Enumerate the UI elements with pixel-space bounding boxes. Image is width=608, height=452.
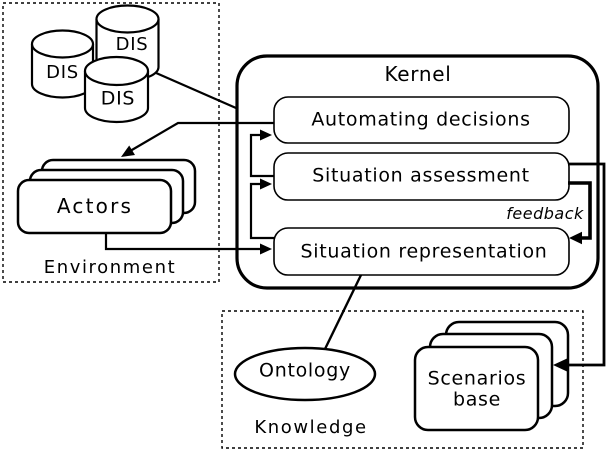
automating-decisions-label: Automating decisions <box>311 108 531 131</box>
ontology-ellipse <box>233 346 377 402</box>
environment-box <box>2 2 220 283</box>
database-cylinder-front <box>83 55 150 124</box>
dis-label-back: DIS <box>115 33 149 55</box>
dis-cylinders <box>30 4 160 124</box>
scenarios-card-front <box>413 345 540 432</box>
dis-label-left: DIS <box>46 61 79 83</box>
edge-representation-to-assessment <box>249 182 274 240</box>
edge-decisions-to-actors <box>130 121 274 152</box>
kernel-title: Kernel <box>384 61 452 86</box>
actors-label: Actors <box>56 193 134 218</box>
edge-representation-to-ontology <box>323 274 363 350</box>
arrowhead-into-representation <box>260 243 272 255</box>
automating-decisions-box <box>273 96 570 144</box>
kernel-modules <box>273 96 570 276</box>
knowledge-box <box>221 310 584 449</box>
situation-assessment-label: Situation assessment <box>312 164 530 187</box>
dis-label-front: DIS <box>100 87 136 110</box>
arrowhead-into-assessment <box>260 178 272 190</box>
arrowhead-feedback <box>569 231 582 245</box>
connector-lines <box>104 67 363 350</box>
edge-assessment-to-decisions <box>249 133 274 178</box>
scenarios-stack <box>413 320 570 432</box>
edge-feedback <box>568 181 592 240</box>
environment-label: Environment <box>43 256 177 278</box>
situation-representation-label: Situation representation <box>300 240 548 263</box>
arrowhead-into-scenarios <box>553 358 567 372</box>
scenarios-base-label: Scenarios base <box>427 367 527 411</box>
edge-actors-to-representation <box>104 233 261 251</box>
actors-card-front <box>16 178 173 235</box>
feedback-label: feedback <box>506 204 584 224</box>
arrows <box>121 129 606 372</box>
kernel-box <box>235 54 600 290</box>
edge-assessment-to-scenarios <box>568 162 606 367</box>
situation-assessment-box <box>273 152 570 201</box>
edge-dis-to-kernel <box>146 67 237 110</box>
ontology-label: Ontology <box>259 359 351 382</box>
arrowhead-into-actors <box>121 145 135 157</box>
knowledge-label: Knowledge <box>254 416 368 438</box>
arrowhead-into-decisions <box>260 129 272 141</box>
actors-stack <box>16 158 197 235</box>
situation-representation-box <box>273 227 570 276</box>
